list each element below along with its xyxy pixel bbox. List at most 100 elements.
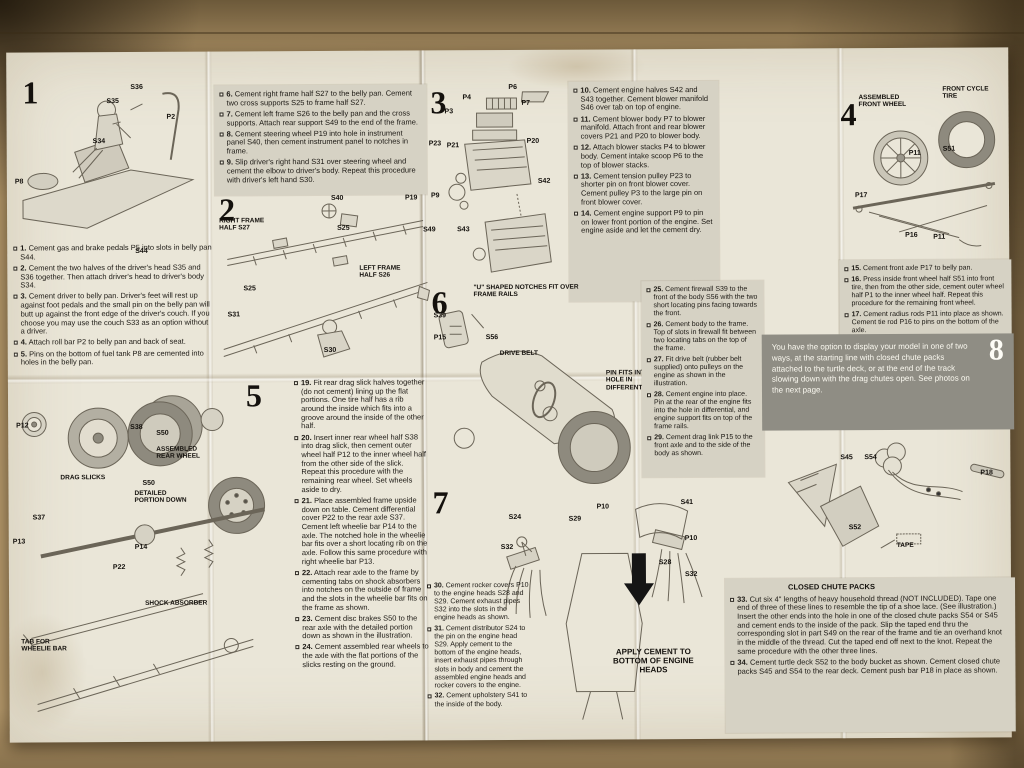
engine-heads-illustration [505,503,703,720]
part-label: P6 [508,83,517,91]
part-label: P11 [933,233,946,241]
instruction-step: 17. Cement radius rods P11 into place as… [844,310,1006,335]
instruction-step: 1. Cement gas and brake pedals P5 into s… [13,244,213,262]
step-checkbox-icon [13,340,18,345]
step-checkbox-icon [574,211,579,216]
step-number: 10. [580,85,591,95]
instruction-step: 9. Slip driver's right hand S31 over ste… [219,156,421,185]
instruction-step: 15. Cement front axle P17 to belly pan. [844,264,1005,273]
step-text: 10. Cement engine halves S42 and S43 tog… [580,85,709,112]
step-checkbox-icon [573,145,578,150]
step-number: 20. [301,432,312,442]
step-number: 7. [226,109,233,119]
instruction-step: 23. Cement disc brakes S50 to the rear a… [295,613,429,641]
step-text: 11. Cement blower body P7 to blower mani… [580,113,706,141]
step-checkbox-icon [426,584,432,589]
part-label: S25 [243,285,256,293]
instruction-step: 6. Cement right frame half S27 to the be… [219,89,420,107]
step-text: 21. Place assembled frame upside down on… [301,495,428,566]
step-text: 24. Cement assembled rear wheels to the … [302,641,429,669]
step-number: 21. [301,495,313,506]
instruction-step: 29. Cement drag link P15 to the front ax… [647,434,758,459]
step-text: 20. Insert inner rear wheel half S38 int… [301,432,427,494]
step-checkbox-icon [294,571,299,576]
step-number: 15. [851,265,862,273]
step-checkbox-icon [294,435,299,440]
part-label: S50 [142,479,155,487]
step-number: 32. [434,692,445,700]
step-checkbox-icon [295,645,300,650]
chute-pack-illustration [787,442,1005,549]
step-checkbox-icon [646,323,651,328]
steps-19-24: 19. Fit rear drag slick halves together … [293,378,430,715]
part-label: P14 [134,543,148,551]
apply-cement-caption: APPLY CEMENT TO BOTTOM OF ENGINE HEADS [612,647,694,675]
section-number-7: 7 [432,484,449,521]
step-checkbox-icon [844,267,849,272]
step-text: 22. Attach rear axle to the frame by cem… [301,567,428,612]
step-text: 1. Cement gas and brake pedals P5 into s… [20,243,212,262]
step-text: 23. Cement disc brakes S50 to the rear a… [302,613,418,641]
instruction-step: 33. Cut six 4" lengths of heavy househol… [730,593,1009,656]
part-label: P20 [526,137,540,145]
detailed-portion-caption: DETAILED PORTION DOWN [134,489,187,505]
instruction-step: 28. Cement engine into place. Pin at the… [646,390,758,432]
step-checkbox-icon [573,88,578,93]
step-number: 28. [653,391,664,399]
steps-6-9: 6. Cement right frame half S27 to the be… [214,84,427,196]
instruction-step: 32. Cement upholstery S41 to the inside … [427,692,530,709]
part-label: S32 [684,571,698,579]
steps-33-34: CLOSED CHUTE PACKS 33. Cut six 4" length… [724,577,1016,733]
step-text: 12. Attach blower stacks P4 to blower bo… [580,142,706,170]
step-text: 34. Cement turtle deck S52 to the body b… [737,656,1001,676]
step-checkbox-icon [844,312,849,317]
part-label: S30 [323,346,337,354]
step-number: 31. [434,625,444,633]
step-number: 11. [580,114,591,124]
engine-assembly-illustration [448,91,552,273]
part-label: P2 [166,113,176,121]
step-text: 9. Slip driver's right hand S31 over ste… [226,156,416,185]
step-number: 22. [301,567,313,578]
step-checkbox-icon [844,277,849,282]
part-label: S25 [337,224,350,232]
step-text: 31. Cement distributor S24 to the pin on… [434,624,526,690]
step-text: 14. Cement engine support P9 to pin on l… [581,207,713,235]
step-text: 28. Cement engine into place. Pin at the… [653,390,753,431]
part-label: S42 [537,177,551,185]
step-number: 34. [737,657,748,667]
step-checkbox-icon [573,117,578,122]
part-label: S51 [942,145,956,153]
part-label: S39 [433,312,447,320]
part-label: S40 [330,194,344,202]
step-number: 12. [580,142,592,152]
part-label: P10 [596,503,610,511]
instruction-step: 19. Fit rear drag slick halves together … [293,378,428,431]
instruction-step: 22. Attach rear axle to the frame by cem… [294,567,429,612]
instruction-step: 25. Cement firewall S39 to the front of … [646,286,757,319]
step-text: 19. Fit rear drag slick halves together … [300,378,425,431]
instruction-step: 10. Cement engine halves S42 and S43 tog… [573,85,712,113]
part-label: S24 [508,513,522,522]
instruction-step: 3. Cement driver to belly pan. Driver's … [13,291,213,336]
step-number: 2. [20,263,27,273]
part-label: P17 [854,192,868,200]
step-number: 13. [580,171,592,181]
part-label: P16 [905,231,918,239]
instruction-step: 30. Cement rocker covers P10 to the engi… [426,582,529,623]
closed-chute-packs-caption: CLOSED CHUTE PACKS [787,582,875,592]
part-label: S35 [106,98,119,106]
right-frame-caption: RIGHT FRAME HALF S27 [219,217,265,232]
step-text: 32. Cement upholstery S41 to the inside … [434,692,528,708]
steps-10-14: 10. Cement engine halves S42 and S43 tog… [568,80,720,302]
wheelie-bar-tab-caption: TAB FOR WHEELIE BAR [21,638,67,654]
steps-25-29: 25. Cement firewall S39 to the front of … [641,280,765,478]
part-label: P18 [980,469,993,477]
part-label: S29 [568,515,582,523]
section-number-8: 8 [988,333,1004,367]
part-label: S36 [130,83,143,91]
step-text: 27. Fit drive belt (rubber belt supplied… [653,355,744,388]
tape-caption: TAPE [896,541,914,549]
part-label: P8 [14,178,24,186]
step-checkbox-icon [646,358,651,363]
